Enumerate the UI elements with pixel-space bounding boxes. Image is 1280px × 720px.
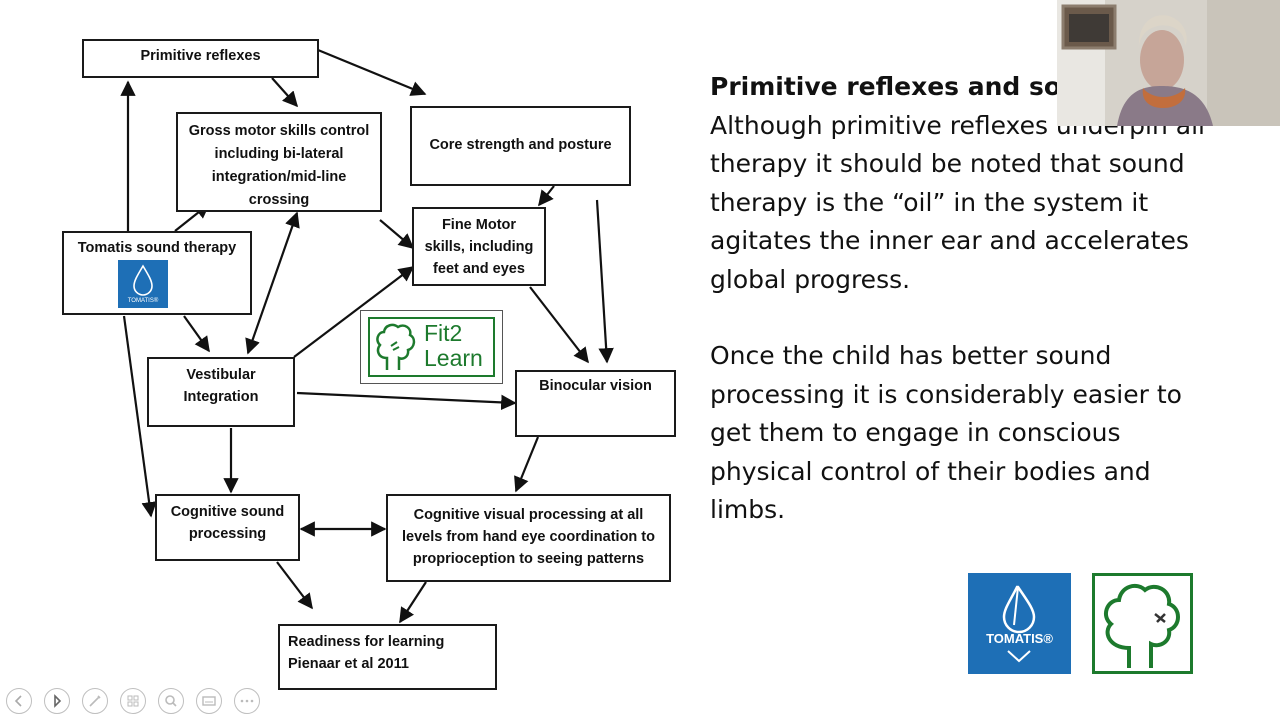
node-fine-motor-skills: Fine Motor skills, including feet and ey… (412, 207, 546, 286)
tomatis-logo-label: TOMATIS® (986, 631, 1053, 646)
more-options-button[interactable] (234, 688, 260, 714)
droplet-icon (133, 264, 153, 296)
paragraph-sound-processing: Once the child has better sound processi… (710, 341, 1182, 524)
arrow-left-icon (14, 695, 22, 707)
arrow-vestibular-to-fine (293, 266, 415, 358)
node-readiness-for-learning: Readiness for learning Pienaar et al 201… (278, 624, 497, 690)
diagram-arrows (120, 48, 614, 624)
paragraph-oil-in-system: Although primitive reflexes underpin all… (710, 110, 1205, 294)
fit2learn-logo-text: Fit2 Learn (424, 320, 483, 371)
node-binocular-vision: Binocular vision (515, 370, 676, 437)
slide-heading: Primitive reflexes and sound (710, 72, 1115, 101)
tree-icon (376, 323, 416, 370)
subtitles-icon (202, 696, 216, 706)
droplet-icon (1002, 585, 1036, 634)
fit2learn-tree-logo (1092, 573, 1193, 674)
subtitles-button[interactable] (196, 688, 222, 714)
pen-tool-button[interactable] (82, 688, 108, 714)
arrow-tomatis-to-cognitive-sound (122, 315, 157, 518)
arrow-cognitive-visual-to-readiness (399, 581, 427, 624)
fit2learn-logo: Fit2 Learn (360, 310, 503, 384)
node-cognitive-visual-processing: Cognitive visual processing at all level… (386, 494, 671, 582)
arrow-tomatis-to-vestibular (183, 315, 210, 353)
node-gross-motor-skills: Gross motor skills control including bi-… (176, 112, 382, 212)
presenter-webcam-overlay (1057, 0, 1280, 126)
grid-icon (127, 695, 139, 707)
tomatis-small-logo-label: TOMATIS® (127, 298, 159, 304)
node-primitive-reflexes: Primitive reflexes (82, 39, 319, 78)
arrow-core-to-fine (538, 185, 555, 207)
next-slide-button[interactable] (44, 688, 70, 714)
arrow-gross-vestibular (245, 211, 300, 355)
pen-icon (89, 695, 101, 707)
tomatis-small-logo: TOMATIS® (118, 260, 168, 308)
chevron-down-icon (1007, 650, 1031, 663)
arrow-reflexes-to-gross (271, 77, 299, 108)
magnifier-icon (165, 695, 177, 707)
node-vestibular-integration: Vestibular Integration (147, 357, 295, 427)
tree-icon (1103, 583, 1180, 668)
previous-slide-button[interactable] (6, 688, 32, 714)
node-core-strength: Core strength and posture (410, 106, 631, 186)
tomatis-logo: TOMATIS® (968, 573, 1071, 674)
arrow-reflexes-to-core (317, 48, 427, 96)
arrow-gross-to-fine (379, 219, 415, 249)
arrow-binocular-to-cognitive-visual (514, 436, 540, 493)
arrow-vestibular-to-binocular (296, 391, 517, 411)
arrow-cognitive-sound-to-readiness (276, 561, 313, 610)
node-cognitive-sound-processing: Cognitive sound processing (155, 494, 300, 561)
arrow-fine-to-binocular (529, 286, 589, 364)
slides-grid-button[interactable] (120, 688, 146, 714)
presenter-video (1057, 0, 1280, 126)
zoom-button[interactable] (158, 688, 184, 714)
ellipsis-icon (240, 699, 254, 703)
play-icon (54, 694, 62, 708)
slide-text-panel: Primitive reflexes and sound Although pr… (710, 68, 1230, 530)
arrow-core-to-binocular (595, 199, 614, 364)
